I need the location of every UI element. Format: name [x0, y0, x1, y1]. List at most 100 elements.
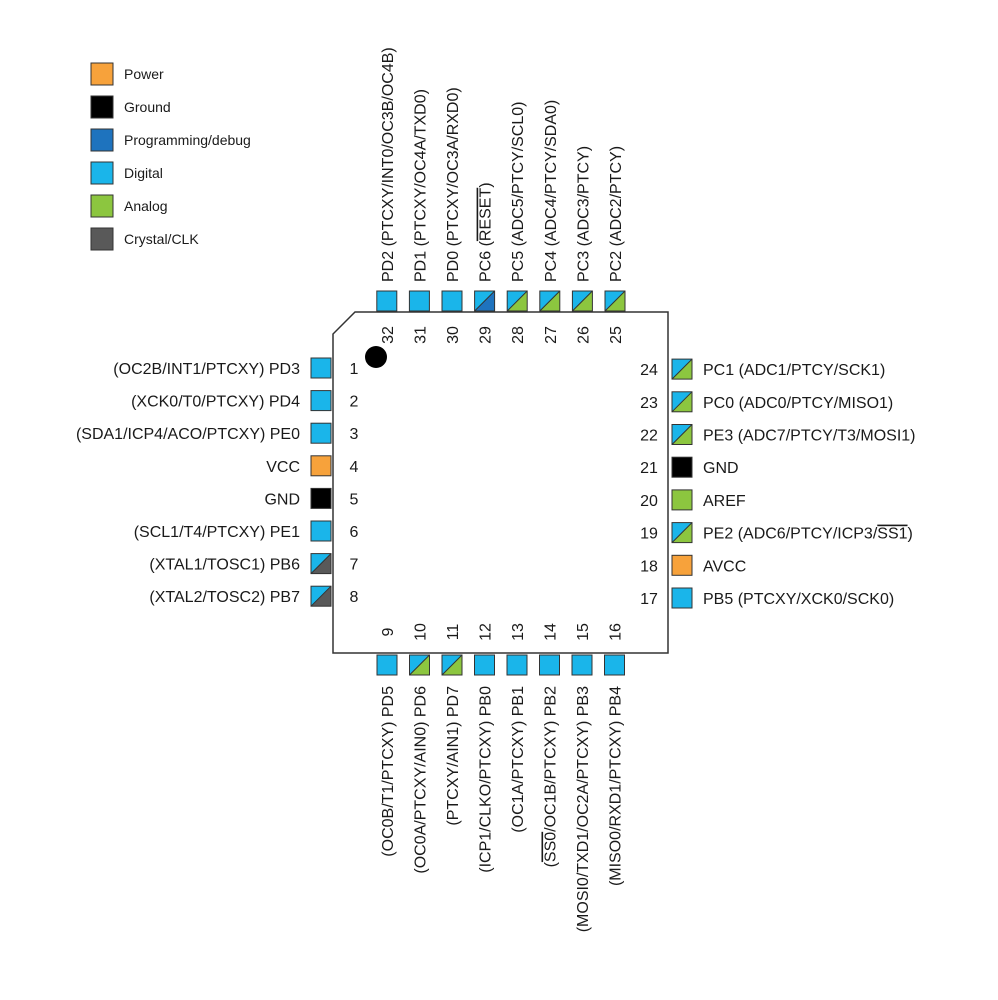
- pin-pad: [671, 587, 693, 609]
- pin-number: 27: [543, 326, 560, 344]
- legend-label: Ground: [124, 99, 171, 115]
- pin-pad: [310, 357, 332, 379]
- pin-pad: [310, 553, 332, 575]
- pin-label: (OC0A/PTCXY/AIN0) PD6: [413, 686, 430, 874]
- pin-number: 3: [350, 426, 359, 443]
- legend-swatch-crystal-clk: [90, 227, 114, 251]
- pin-number: 28: [510, 326, 527, 344]
- pin-number: 2: [350, 394, 359, 411]
- pin-number: 9: [380, 627, 397, 636]
- pin-label: PD2 (PTCXY/INT0/OC3B/OC4B): [380, 47, 397, 282]
- pin-32: 32 PD2 (PTCXY/INT0/OC3B/OC4B): [376, 47, 398, 344]
- pin-label: (SDA1/ICP4/ACO/PTCXY) PE0: [76, 426, 300, 443]
- pin-6: 6(SCL1/T4/PTCXY) PE1: [134, 520, 359, 542]
- pin-label: PC3 (ADC3/PTCY): [575, 146, 592, 282]
- pin-label: PC4 (ADC4/PTCY/SDA0): [543, 100, 560, 282]
- pin-pad: [376, 654, 398, 676]
- pin-number: 11: [445, 624, 462, 641]
- pin-label: (OC2B/INT1/PTCXY) PD3: [113, 361, 300, 378]
- legend-label: Analog: [124, 198, 168, 214]
- pin-number: 23: [640, 395, 658, 412]
- chip-package-body: [332, 311, 669, 654]
- pin-pad: [506, 654, 528, 676]
- legend-item-digital: Digital: [90, 161, 163, 185]
- pin-number: 29: [478, 326, 495, 344]
- pin-8: 8 (XTAL2/TOSC2) PB7: [149, 585, 359, 607]
- pin-pad: [310, 487, 332, 509]
- pin-26: 26 PC3 (ADC3/PTCY): [571, 146, 593, 344]
- pin-number: 14: [543, 623, 560, 641]
- legend-label: Power: [124, 66, 164, 82]
- pin-number: 16: [608, 623, 625, 641]
- pin-11: 11 (PTCXY/AIN1) PD7: [441, 624, 463, 826]
- pin-label: (PTCXY/AIN1) PD7: [445, 686, 462, 826]
- pin-pad: [671, 554, 693, 576]
- legend-item-power: Power: [90, 62, 164, 86]
- pin-3: 3 (SDA1/ICP4/ACO/PTCXY) PE0: [76, 422, 359, 444]
- pin-label: PE3 (ADC7/PTCY/T3/MOSI1): [703, 428, 916, 445]
- pin-pad: [671, 391, 693, 413]
- pin-number: 21: [640, 460, 658, 477]
- pin-label: GND: [703, 460, 739, 477]
- pin-number: 32: [380, 326, 397, 344]
- pin-27: 27 PC4 (ADC4/PTCY/SDA0): [539, 100, 561, 344]
- pin-pad: [539, 654, 560, 676]
- pin-21: 21 GND: [640, 456, 739, 478]
- legend-label: Programming/debug: [124, 132, 251, 148]
- pin-15: 15(MOSI0/TXD1/OC2A/PTCXY) PB3: [571, 623, 593, 932]
- pin-label: (MOSI0/TXD1/OC2A/PTCXY) PB3: [575, 686, 592, 932]
- pin-pad: [441, 290, 463, 312]
- pin-label: PD0 (PTCXY/OC3A/RXD0): [445, 87, 462, 282]
- pin-number: 13: [510, 623, 527, 641]
- pin-label: PB5 (PTCXY/XCK0/SCK0): [703, 591, 894, 608]
- legend-label: Crystal/CLK: [124, 231, 199, 247]
- pin-number: 17: [640, 591, 658, 608]
- pin-number: 12: [478, 623, 495, 641]
- pin-label: PC2 (ADC2/PTCY): [608, 146, 625, 282]
- pin-label: AVCC: [703, 558, 746, 575]
- pin-label: VCC: [266, 459, 300, 476]
- pin-pad: [310, 422, 332, 444]
- pin-number: 30: [445, 326, 462, 344]
- pin-pad: [671, 424, 693, 445]
- pin-label: PC0 (ADC0/PTCY/MISO1): [703, 395, 893, 412]
- pin-label: PD1 (PTCXY/OC4A/TXD0): [412, 89, 429, 282]
- pin-pad: [539, 290, 561, 312]
- pin-label: (XTAL2/TOSC2) PB7: [149, 589, 300, 606]
- pin-pad: [506, 290, 528, 312]
- pin-number: 1: [350, 361, 359, 378]
- pin-label: GND: [264, 491, 300, 508]
- pin-label: (SCL1/T4/PTCXY) PE1: [134, 524, 300, 541]
- pin-label: PC1 (ADC1/PTCY/SCK1): [703, 362, 885, 379]
- legend-swatch-ground: [90, 95, 114, 119]
- legend-item-crystal-clk: Crystal/CLK: [90, 227, 199, 251]
- pin-label: (XTAL1/TOSC1) PB6: [149, 557, 300, 574]
- pin-pad: [671, 358, 693, 380]
- pin-number: 5: [350, 491, 359, 508]
- pin-label: PC6 (RESET): [478, 182, 495, 282]
- pin-2: 2(XCK0/T0/PTCXY) PD4: [131, 390, 359, 412]
- legend-swatch-programming-debug: [90, 128, 114, 152]
- pin-pad: [604, 654, 625, 676]
- pin-number: 26: [575, 326, 592, 344]
- pin-29: 29 PC6 (RESET): [474, 182, 496, 344]
- pin-number: 31: [412, 326, 429, 344]
- pin1-indicator-dot: [365, 346, 387, 368]
- pin-number: 7: [350, 557, 359, 574]
- pin-label: (OC1A/PTCXY) PB1: [510, 686, 527, 833]
- pin-5: 5 GND: [264, 487, 359, 509]
- pin-label: (OC0B/T1/PTCXY) PD5: [380, 686, 397, 857]
- pin-pad: [671, 456, 693, 478]
- pin-12: 12(ICP1/CLKO/PTCXY) PB0: [474, 623, 495, 873]
- legend-label: Digital: [124, 165, 163, 181]
- pin-number: 8: [350, 589, 359, 606]
- legend-item-analog: Analog: [90, 194, 168, 218]
- pin-pad: [671, 489, 693, 511]
- legend-item-ground: Ground: [90, 95, 171, 119]
